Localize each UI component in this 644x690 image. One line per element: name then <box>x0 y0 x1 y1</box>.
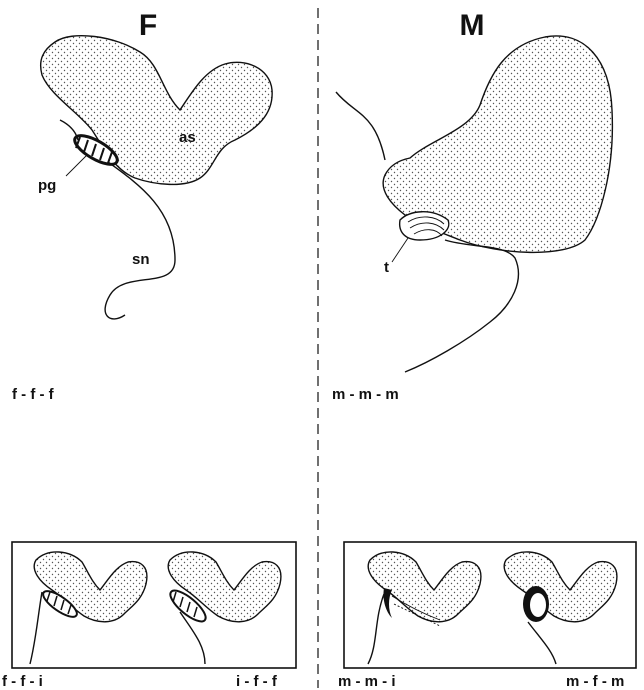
male-variant-right <box>504 552 617 664</box>
sn-line <box>105 162 175 319</box>
sn-label: sn <box>132 251 150 268</box>
female-caption: f - f - f <box>12 386 55 403</box>
male-panel: M t m - m - m <box>332 9 612 403</box>
male-caption: m - m - m <box>332 386 399 403</box>
pg-label: pg <box>38 177 56 194</box>
female-panel: F as pg sn f - f - f <box>12 9 272 403</box>
female-variant-right <box>166 552 281 664</box>
t-label: t <box>384 259 389 276</box>
t-structure <box>400 212 449 240</box>
female-variant-right-caption: i - f - f <box>236 673 278 690</box>
female-heading: F <box>139 9 157 42</box>
female-variants-box: f - f - i i - f - f <box>2 542 296 690</box>
male-nerve-upper <box>336 92 385 160</box>
male-variant-right-caption: m - f - m <box>566 673 624 690</box>
male-variant-left-caption: m - m - i <box>338 673 396 690</box>
male-variants-box: m - m - i m - f - m <box>338 542 636 690</box>
as-label: as <box>179 129 196 146</box>
female-gland-outline <box>41 36 273 185</box>
t-pointer <box>392 238 408 262</box>
male-nerve-lower <box>405 240 518 372</box>
male-variant-left <box>368 552 481 664</box>
pg-pointer <box>66 156 86 176</box>
male-heading: M <box>460 9 485 42</box>
female-variant-left-caption: f - f - i <box>2 673 43 690</box>
female-variant-left <box>30 552 147 664</box>
